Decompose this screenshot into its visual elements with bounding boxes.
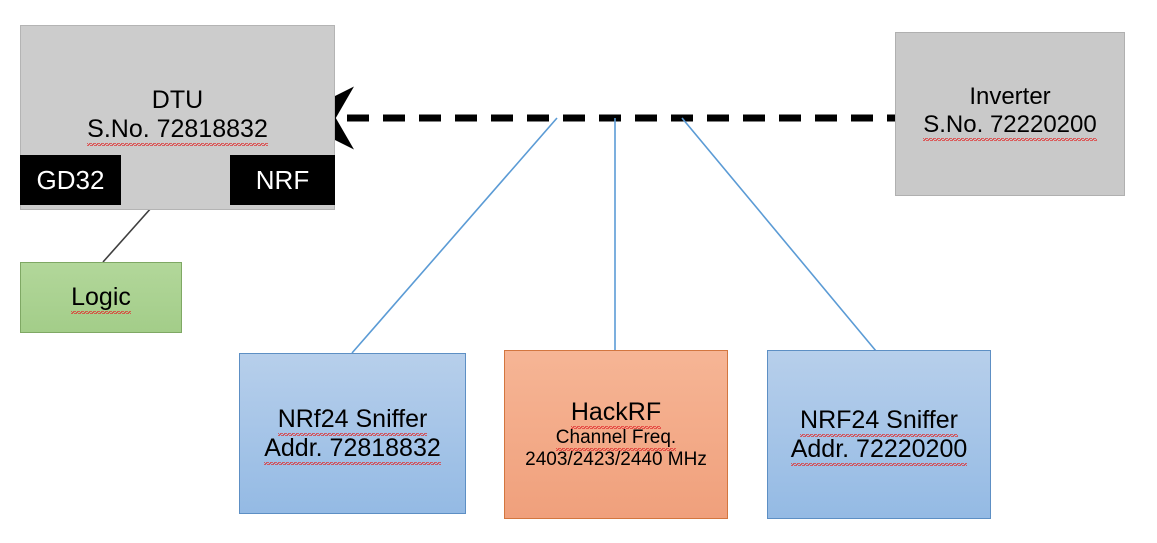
nrf24-sniffer-right-box[interactable]: NRF24 Sniffer Addr. 72220200 <box>767 350 991 519</box>
inverter-serial: S.No. 72220200 <box>923 110 1098 141</box>
nrf24-sniffer-right-address: Addr. 72220200 <box>790 434 968 466</box>
nrf24-sniffer-right-title: NRF24 Sniffer <box>800 405 958 437</box>
logic-label: Logic <box>71 283 131 314</box>
nrf24-sniffer-left-box[interactable]: NRf24 Sniffer Addr. 72818832 <box>239 353 466 514</box>
logic-analyzer-box[interactable]: Logic <box>20 262 182 333</box>
inverter-device-box[interactable]: Inverter S.No. 72220200 <box>895 32 1125 196</box>
dtu-name: DTU <box>151 86 204 114</box>
inverter-labels: Inverter S.No. 72220200 <box>896 83 1124 141</box>
gd32-chip[interactable]: GD32 <box>20 155 121 205</box>
inverter-name: Inverter <box>969 83 1051 110</box>
nrf24-sniffer-left-title: NRf24 Sniffer <box>277 404 428 436</box>
wire-sniffer-right-tap <box>681 117 877 352</box>
wire-sniffer-left-tap <box>351 117 558 354</box>
hackrf-box[interactable]: HackRF Channel Freq. 2403/2423/2440 MHz <box>504 350 728 519</box>
dtu-serial: S.No. 72818832 <box>87 115 268 146</box>
hackrf-title: HackRF <box>570 397 662 429</box>
dtu-labels: DTU S.No. 72818832 <box>21 86 334 146</box>
nrf-chip-label: NRF <box>255 164 310 195</box>
hackrf-channel-freq-label: Channel Freq. <box>555 426 677 452</box>
nrf24-sniffer-left-address: Addr. 72818832 <box>264 433 441 465</box>
hackrf-frequencies: 2403/2423/2440 MHz <box>525 449 707 470</box>
nrf-chip[interactable]: NRF <box>230 155 335 205</box>
gd32-chip-label: GD32 <box>36 164 105 195</box>
